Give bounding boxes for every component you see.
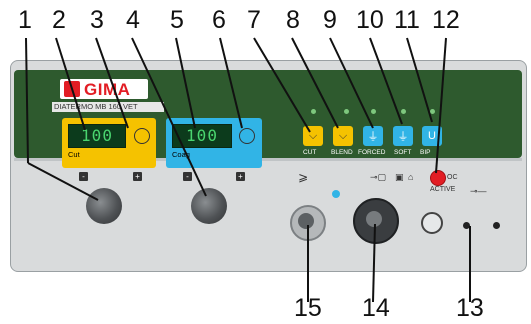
callout-number-6: 6 (212, 6, 226, 34)
callout-number-3: 3 (90, 6, 104, 34)
cut-mode-label: CUT (303, 149, 317, 156)
coag-power-display: 100 (172, 124, 232, 148)
leader-line-3 (95, 37, 129, 129)
bipolar-socket-left[interactable] (463, 222, 470, 229)
cut-power-knob[interactable] (86, 188, 122, 224)
forced-coag-icon: ⏚ (367, 131, 379, 143)
blend-mode-button[interactable]: ⌵ (333, 126, 353, 146)
cut-panel-label: Cut (68, 150, 80, 159)
blend-mode-led (344, 109, 349, 114)
callout-number-14: 14 (362, 294, 390, 322)
leader-line-11 (406, 37, 433, 123)
coag-plus-symbol: + (236, 172, 245, 181)
forced-mode-led (371, 109, 376, 114)
device-model-label: DIATERMO MB 160 VET (52, 102, 164, 112)
brand-logo-text: GIMA (84, 80, 131, 99)
callout-number-5: 5 (170, 6, 184, 34)
coag-indicator-ring (239, 128, 255, 144)
coag-power-knob[interactable] (191, 188, 227, 224)
cut-mode-button[interactable]: ⌵ (303, 126, 323, 146)
soft-mode-label: SOFT (394, 149, 412, 156)
blend-waveform-icon: ⌵ (338, 129, 348, 142)
bip-mode-led (430, 109, 435, 114)
callout-number-11: 11 (394, 6, 420, 34)
callout-number-7: 7 (247, 6, 261, 34)
leader-line-14 (372, 223, 376, 303)
bf-type-icon: ⌂ (408, 172, 414, 182)
leader-line-8 (291, 37, 339, 129)
footswitch-symbol-icon: ⩾ (298, 170, 309, 184)
callout-number-2: 2 (52, 6, 66, 34)
monopolar-socket-center (366, 211, 382, 227)
callout-number-8: 8 (286, 6, 300, 34)
bipolar-icon: U (428, 130, 436, 142)
footswitch-socket-pins (298, 213, 314, 229)
cut-mode-led (311, 109, 316, 114)
leader-line-5 (175, 37, 196, 129)
cut-plus-symbol: + (133, 172, 142, 181)
coag-minus-symbol: - (183, 172, 192, 181)
patient-plate-icon: ▣ (395, 172, 404, 182)
active-label: ACTIVE (430, 186, 456, 193)
cut-indicator-ring (134, 128, 150, 144)
leader-line-2 (55, 37, 86, 131)
callout-number-9: 9 (323, 6, 337, 34)
bip-mode-button[interactable]: U (422, 126, 442, 146)
leader-line-1b (27, 162, 99, 201)
oc-label: OC (447, 174, 458, 181)
forced-mode-button[interactable]: ⏚ (363, 126, 383, 146)
handpiece-symbol-icon: ⊸▢ (370, 172, 387, 182)
forced-mode-label: FORCED (358, 149, 386, 156)
panel-divider (14, 158, 522, 161)
leader-line-10 (369, 37, 403, 125)
leader-line-6 (219, 37, 243, 129)
soft-mode-led (401, 109, 406, 114)
brand-logo (60, 79, 148, 99)
leader-line-1 (25, 37, 29, 164)
callout-number-10: 10 (356, 6, 384, 34)
leader-line-7 (253, 37, 311, 133)
cut-minus-symbol: - (79, 172, 88, 181)
soft-mode-button[interactable]: ⏚ (393, 126, 413, 146)
active-red-indicator[interactable] (430, 170, 446, 186)
callout-number-12: 12 (432, 6, 460, 34)
coag-panel-label: Coag (172, 150, 190, 159)
callout-number-13: 13 (456, 294, 484, 322)
blend-mode-label: BLEND (331, 149, 353, 156)
soft-coag-icon: ⏚ (397, 131, 409, 143)
blue-dot-icon (332, 190, 340, 198)
callout-number-15: 15 (294, 294, 322, 322)
callout-number-4: 4 (126, 6, 140, 34)
bipolar-forceps-icon: ⊸— (470, 186, 487, 196)
bip-mode-label: BIP (420, 149, 431, 156)
bipolar-socket-right[interactable] (493, 222, 500, 229)
neutral-electrode-socket[interactable] (421, 212, 443, 234)
leader-line-4 (131, 37, 207, 197)
cut-power-display: 100 (68, 124, 126, 148)
cut-waveform-icon: ⌵ (308, 129, 318, 142)
leader-line-12 (435, 37, 447, 174)
leader-line-9 (329, 37, 374, 129)
callout-number-1: 1 (18, 6, 32, 34)
